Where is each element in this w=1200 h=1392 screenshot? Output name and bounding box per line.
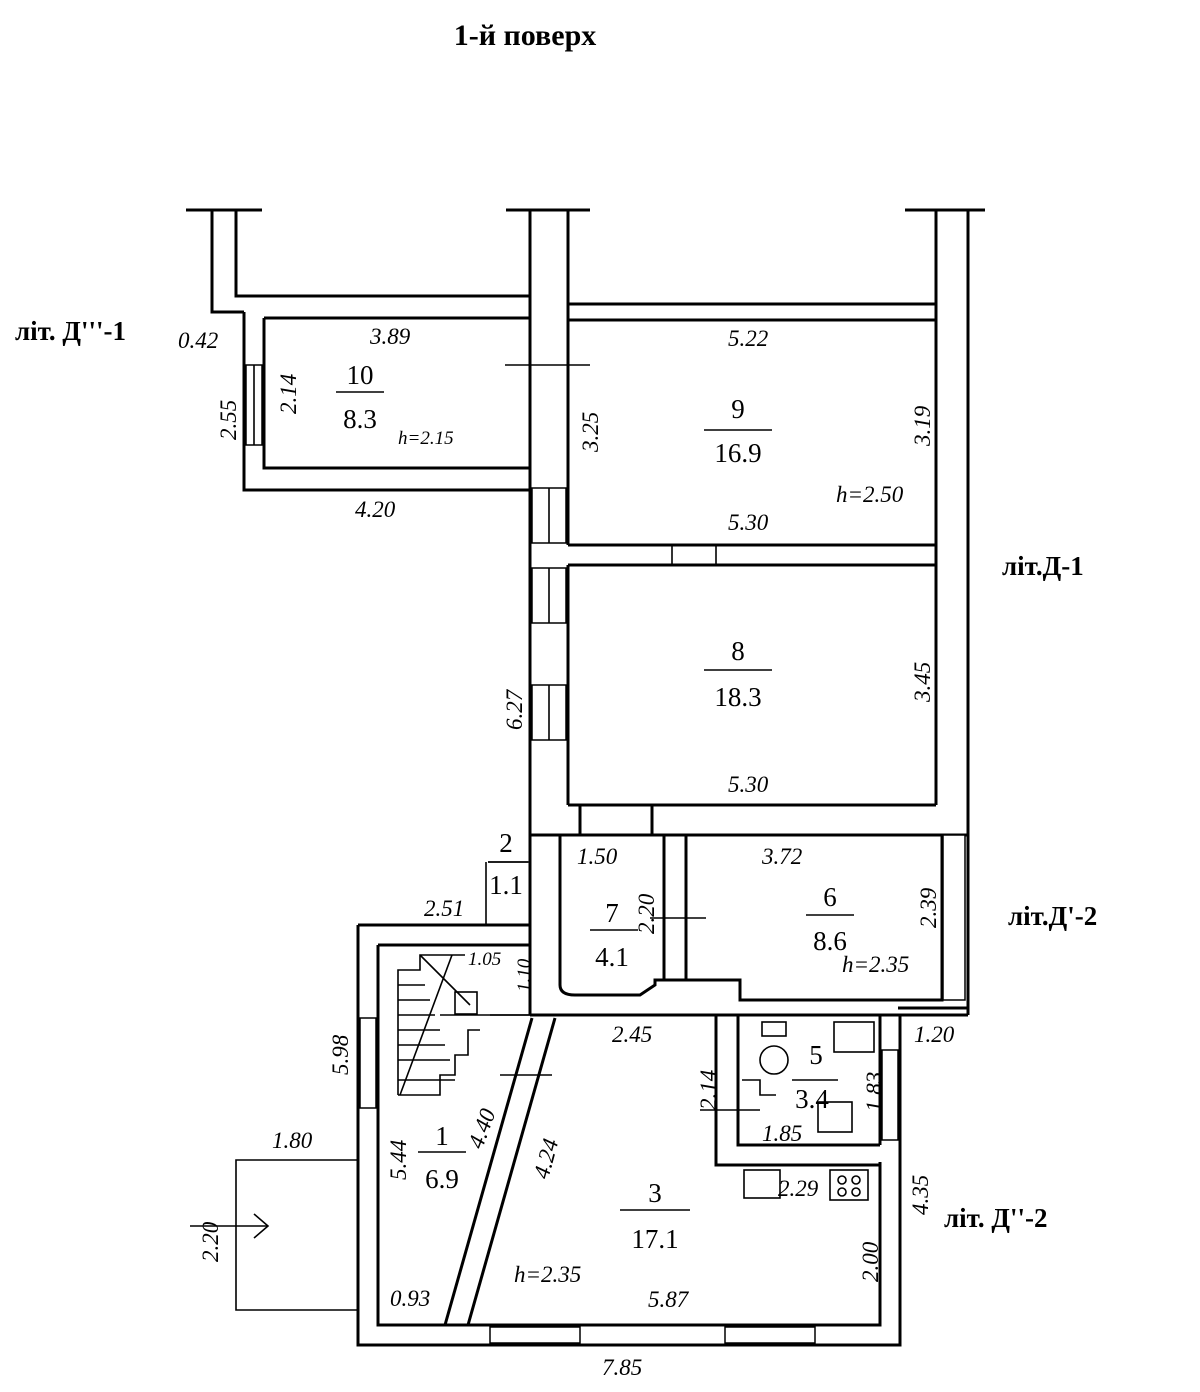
dim-label: 1.20 (914, 1022, 955, 1047)
room-number: 2 (499, 828, 513, 858)
windows (245, 364, 966, 1344)
room-7: 7 4.1 (595, 898, 629, 972)
dim-label: 3.45 (910, 662, 935, 703)
room-2: 2 1.1 (489, 828, 523, 900)
room-9: 9 16.9 h=2.50 (714, 394, 903, 507)
room-1: 1 6.9 (425, 1121, 459, 1194)
dim-label: 7.85 (602, 1355, 642, 1380)
dim-label: 4.20 (355, 497, 396, 522)
room-area: 4.1 (595, 942, 629, 972)
dim-label: 2.00 (858, 1241, 883, 1282)
dim-label: 1.80 (272, 1128, 313, 1153)
room-number: 8 (731, 636, 745, 666)
room-number: 6 (823, 882, 837, 912)
room-area: 8.6 (813, 926, 847, 956)
dim-label: 2.45 (612, 1022, 652, 1047)
dim-label: 5.98 (328, 1034, 353, 1075)
lit-d1b-label: літ.Д'-2 (1008, 901, 1097, 931)
dim-label: 3.19 (910, 405, 935, 447)
dim-label: 5.87 (648, 1287, 690, 1312)
dim-label: 4.24 (529, 1136, 564, 1181)
room-10: 10 8.3 h=2.15 (343, 360, 453, 449)
room-8: 8 18.3 (714, 636, 761, 712)
dim-label: 6.27 (502, 688, 527, 730)
room-number: 9 (731, 394, 745, 424)
room-area: 6.9 (425, 1164, 459, 1194)
dim-label: 4.35 (908, 1175, 933, 1215)
dim-label: 0.93 (390, 1286, 430, 1311)
dim-label: 1.10 (514, 958, 535, 992)
entrance-porch (190, 1159, 358, 1311)
room-3: 3 17.1 h=2.35 (514, 1178, 679, 1287)
lit-d2-label: літ. Д''-2 (944, 1203, 1047, 1233)
dim-label: 2.20 (634, 893, 659, 934)
dim-label: 0.42 (178, 328, 218, 353)
room-height: h=2.15 (398, 428, 454, 449)
room-height: h=2.35 (842, 952, 909, 977)
room-height: h=2.50 (836, 482, 904, 507)
dim-label: 2.55 (216, 400, 241, 440)
dim-label: 3.89 (369, 324, 411, 349)
dim-label: 1.50 (577, 844, 618, 869)
dim-label: 3.25 (578, 412, 603, 453)
dimensions: 0.42 3.89 4.20 5.22 5.30 5.30 1.50 3.72 … (178, 324, 955, 1380)
bathroom-fixtures (742, 1021, 875, 1201)
room-height: h=2.35 (514, 1262, 581, 1287)
room-area: 8.3 (343, 404, 377, 434)
room-area: 17.1 (631, 1224, 678, 1254)
room-6: 6 8.6 h=2.35 (813, 882, 909, 977)
room-5: 5 3.4 (795, 1040, 829, 1114)
dim-label: 5.30 (728, 772, 769, 797)
dim-label: 5.44 (386, 1140, 411, 1180)
dim-label: 2.20 (198, 1221, 223, 1262)
room-area: 1.1 (489, 870, 523, 900)
room-area: 16.9 (714, 438, 761, 468)
room-number: 10 (347, 360, 374, 390)
dim-label: 5.30 (728, 510, 769, 535)
dim-label: 2.39 (916, 887, 941, 928)
floor-title: 1-й поверх (454, 19, 597, 52)
room-number: 5 (809, 1040, 823, 1070)
room-area: 18.3 (714, 682, 761, 712)
room-number: 7 (605, 898, 619, 928)
door-marks (485, 364, 760, 1111)
dim-label: 2.29 (778, 1176, 819, 1201)
walls (186, 208, 985, 1347)
dim-label: 1.85 (762, 1121, 802, 1146)
dim-label: 5.22 (728, 326, 768, 351)
dim-label: 2.14 (276, 374, 301, 414)
room-fraction-bars (336, 391, 854, 1211)
dim-label: 3.72 (761, 844, 802, 869)
dim-label: 2.14 (696, 1070, 721, 1110)
dim-label: 2.51 (424, 896, 464, 921)
room-number: 1 (435, 1121, 449, 1151)
dim-label: 1.83 (862, 1072, 887, 1112)
lit-d3-label: літ. Д'''-1 (15, 316, 126, 346)
staircase (397, 954, 530, 1096)
dim-label: 1.05 (468, 949, 501, 970)
room-area: 3.4 (795, 1084, 829, 1114)
lit-d1-label: літ.Д-1 (1002, 551, 1084, 581)
room-number: 3 (648, 1178, 662, 1208)
